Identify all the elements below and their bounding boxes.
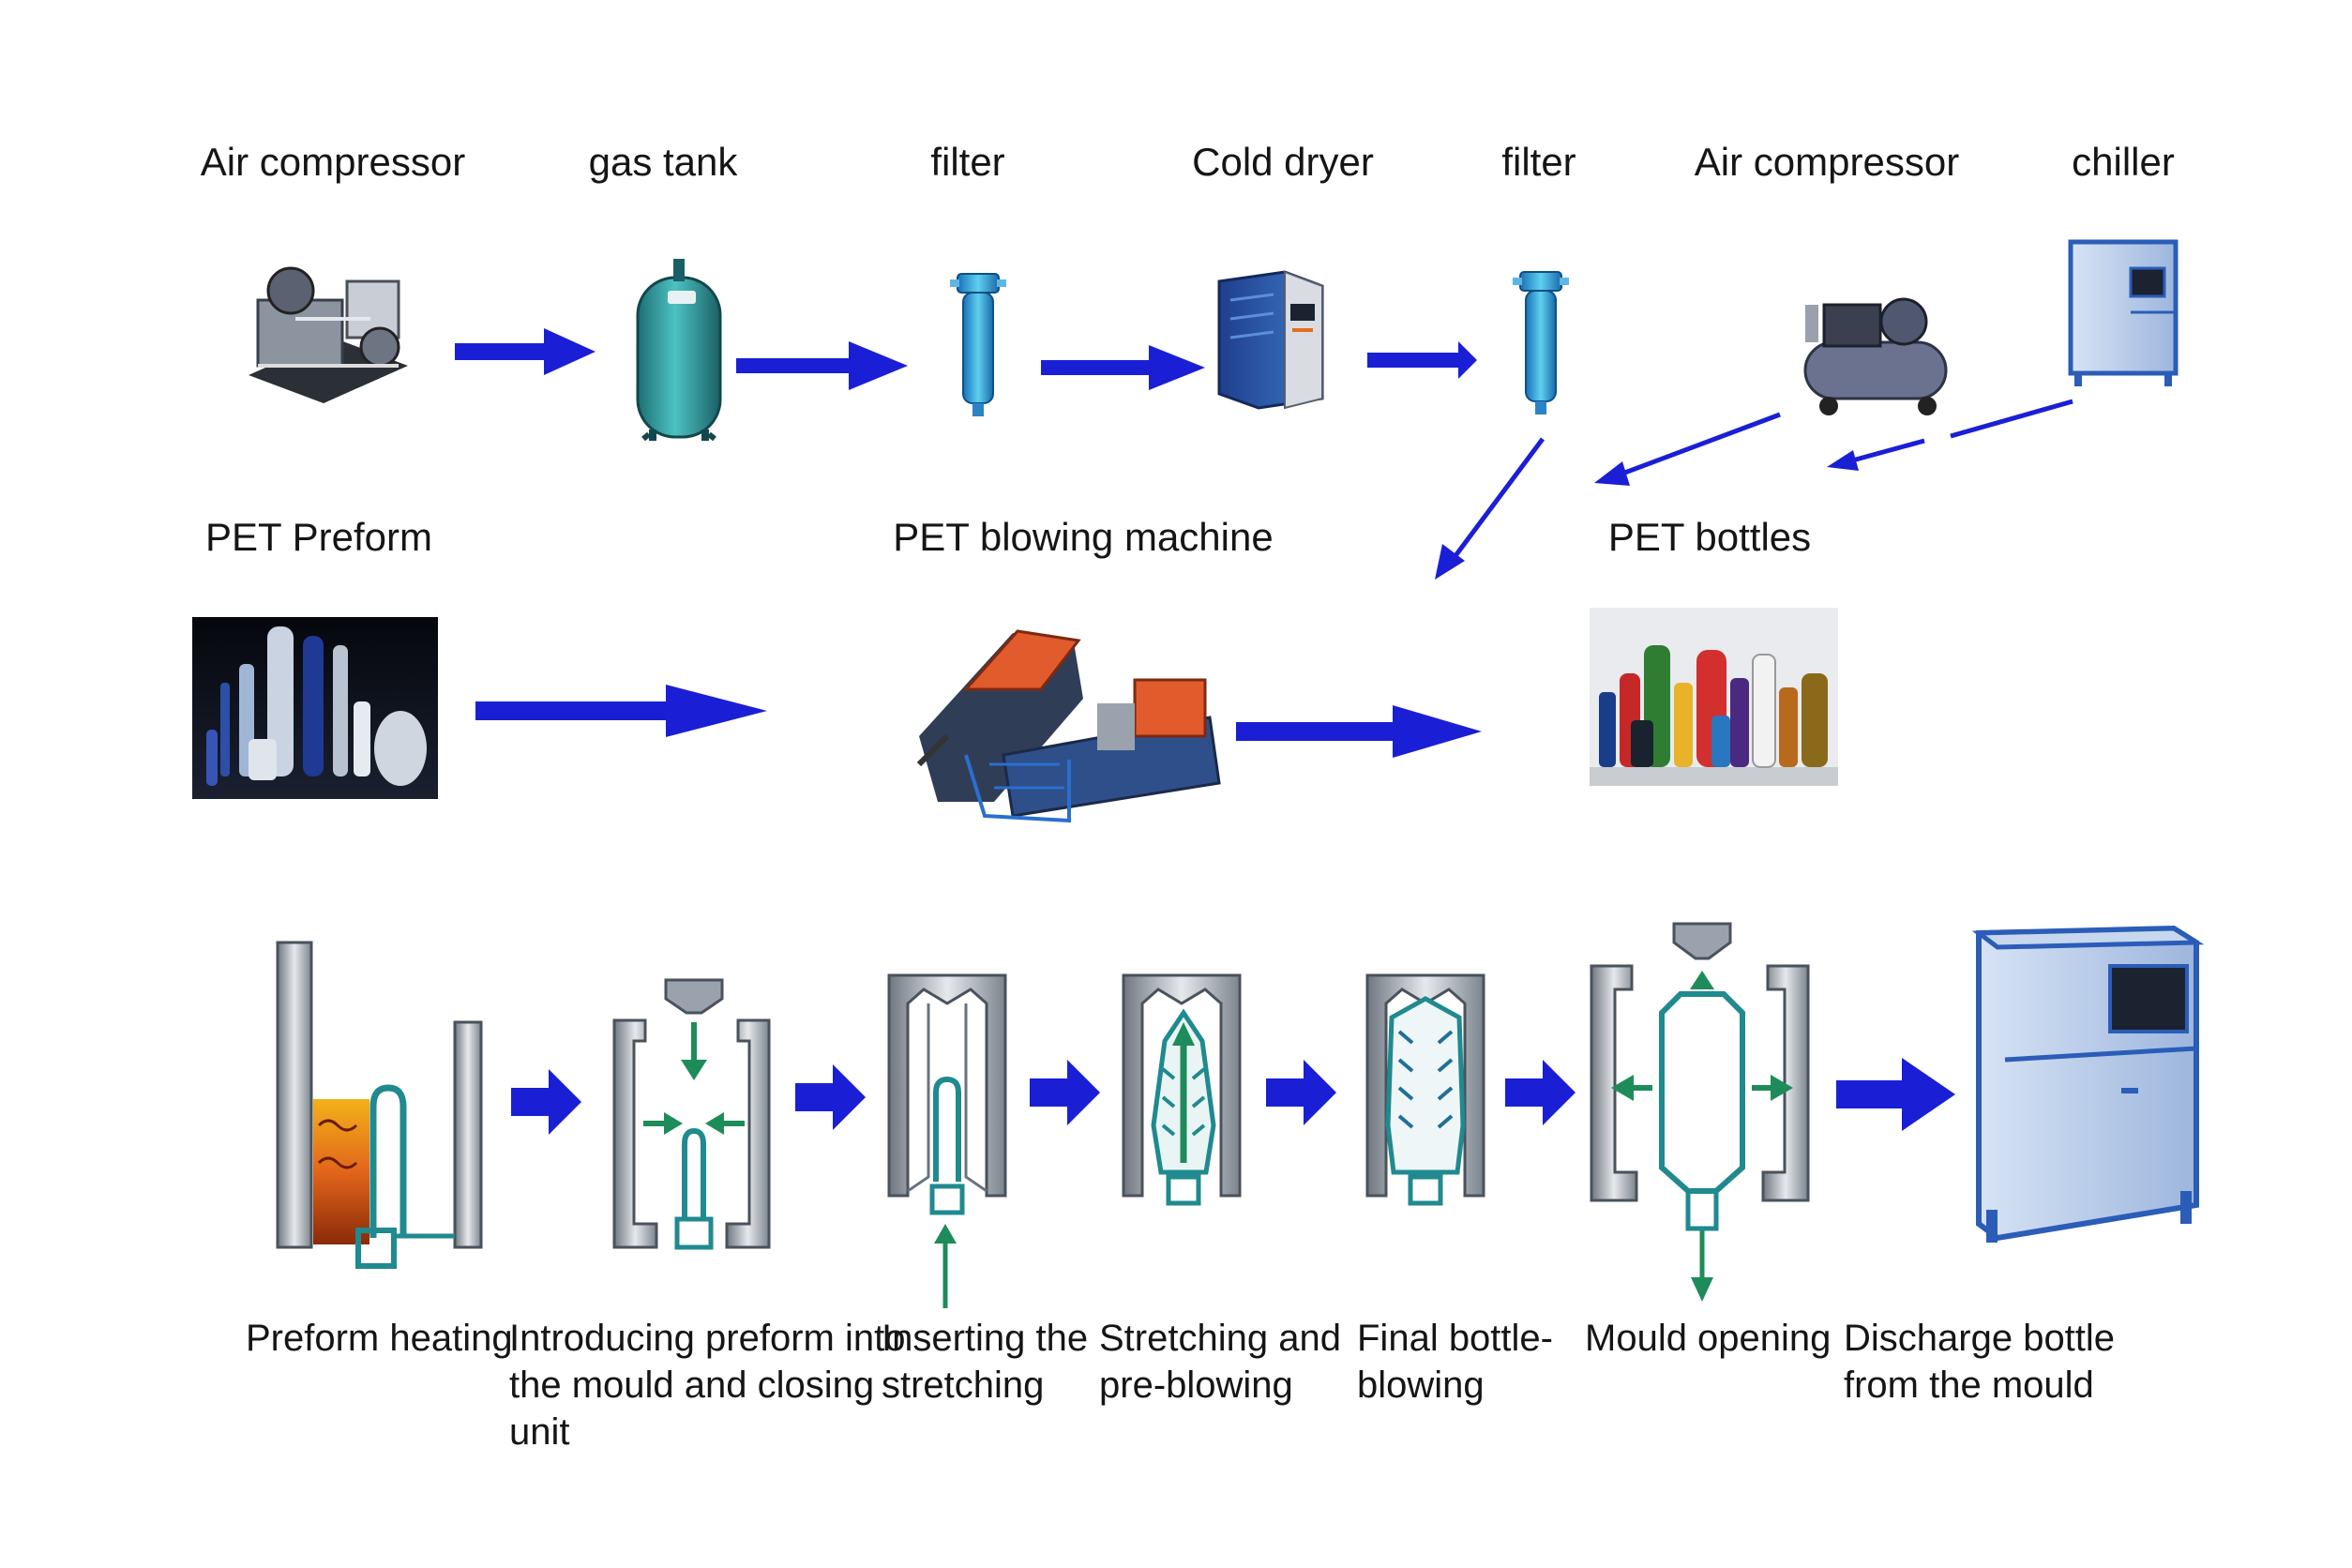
- equipment-label: filter: [1501, 140, 1576, 184]
- arrow-right: [1236, 705, 1482, 758]
- pet-preform-photo: [192, 617, 438, 799]
- step-caption: Preform heating: [246, 1318, 513, 1359]
- filter-icon: [950, 273, 1006, 416]
- flow-arrows-row1: [455, 328, 2073, 580]
- filter-icon: [1513, 271, 1569, 415]
- arrow-right: [1505, 1060, 1576, 1125]
- stretch-rod-icon: [887, 973, 1007, 1308]
- arrow-right: [736, 341, 908, 390]
- heating-oven-icon: [276, 941, 483, 1269]
- cold-dryer-icon: [1217, 270, 1324, 410]
- equipment-label: Cold dryer: [1192, 140, 1374, 184]
- pet-bottles-photo: [1590, 608, 1838, 786]
- step-caption: Mould opening: [1585, 1318, 1832, 1359]
- arrow-right: [511, 1069, 581, 1135]
- arrow-right: [455, 328, 596, 375]
- production-label: PET Preform: [205, 515, 432, 559]
- production-label: PET blowing machine: [893, 515, 1274, 559]
- step-caption: Discharge bottle from the mould: [1844, 1318, 2116, 1406]
- step-caption: Final bottle- blowing: [1357, 1318, 1553, 1406]
- pre-blowing-icon: [1122, 973, 1242, 1206]
- production-label: PET bottles: [1607, 515, 1812, 559]
- final-blowing-icon: [1365, 973, 1485, 1206]
- blowing-machine-icon: [916, 629, 1221, 823]
- gas-tank-icon: [636, 259, 722, 442]
- arrow-right: [1367, 341, 1477, 379]
- step-caption: Inserting the stretching: [882, 1318, 1089, 1406]
- arrow-right: [1030, 1060, 1100, 1125]
- arrow-diagonal: [1449, 437, 1545, 563]
- arrow-right: [795, 1064, 866, 1130]
- chiller-icon: [2068, 239, 2179, 386]
- arrow-right: [1266, 1060, 1336, 1125]
- equipment-label: Air compressor: [200, 140, 466, 184]
- equipment-label: filter: [930, 140, 1005, 184]
- equipment-label: chiller: [2072, 140, 2175, 184]
- discharge-cabinet-icon: [1971, 925, 2205, 1243]
- air-compressor-icon: [249, 266, 408, 403]
- mould-opening-icon: [1590, 922, 1810, 1302]
- equipment-label: gas tank: [588, 140, 738, 184]
- mould-closing-icon: [612, 978, 771, 1250]
- arrow-diagonal: [1950, 399, 2073, 439]
- equipment-label: Air compressor: [1694, 140, 1960, 184]
- step-caption: Introducing preform into the mould and c…: [509, 1318, 906, 1453]
- air-compressor-icon: [1803, 297, 1948, 415]
- arrow-diagonal: [1614, 412, 1781, 479]
- arrow-right: [475, 685, 767, 737]
- arrow-right: [1836, 1058, 1955, 1131]
- arrow-right: [1041, 345, 1205, 390]
- step-caption: Stretching and pre-blowing: [1099, 1318, 1341, 1406]
